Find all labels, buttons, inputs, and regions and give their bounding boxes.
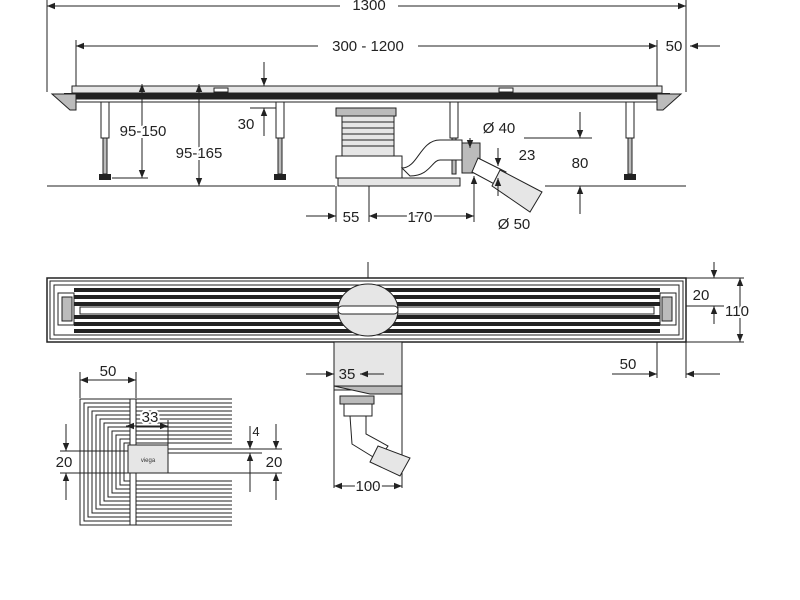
leg [624, 101, 636, 180]
end-offset-label: 50 [666, 38, 683, 55]
corner-frame-detail: viega [79, 398, 232, 526]
outlet-angle-dimension: 23 [494, 147, 536, 196]
outlet-offset-170-label: 170 [407, 209, 432, 226]
outlet-height-dimension: 80 [524, 112, 592, 214]
top-view: 20 110 50 [46, 262, 751, 378]
height-95-165-label: 95-165 [176, 145, 223, 162]
outlet-height-label: 80 [572, 155, 589, 172]
frame-height-label: 30 [238, 116, 255, 133]
channel-length-label: 300 - 1200 [332, 38, 404, 55]
height-95-150-dimension: 95-150 [112, 84, 168, 179]
detail-left-height-label: 20 [56, 454, 73, 471]
end-offset-dimension: 50 [666, 38, 720, 55]
outlet-diameter-dimension: Ø 40 [466, 120, 516, 196]
overall-length-label: 1300 [352, 0, 385, 14]
channel-length-dimension: 300 - 1200 [76, 38, 657, 55]
side-view: 1300 300 - 1200 50 [46, 0, 720, 233]
outlet-offset-dimension: 55 170 [306, 186, 475, 228]
detail-frame-width-label: 50 [100, 363, 117, 380]
channel-body [50, 85, 683, 111]
height-95-165-dimension: 95-165 [174, 84, 224, 186]
siphon [335, 107, 543, 213]
top-overall-width-label: 110 [725, 303, 749, 320]
outlet-diameter-label: Ø 40 [483, 120, 516, 137]
detail-right-height-label: 20 [266, 454, 283, 471]
overall-length-dimension: 1300 [47, 0, 686, 14]
height-95-150-label: 95-150 [120, 123, 167, 140]
outlet-offset-55-label: 55 [343, 209, 360, 226]
connection-diameter-label: Ø 50 [498, 216, 531, 233]
detail-inner-width-label: 33 [142, 409, 159, 426]
leg [449, 101, 459, 175]
outlet-offset-label: 35 [339, 366, 356, 383]
corner-detail-view: 50 viega 33 20 [56, 363, 283, 526]
leg [274, 101, 286, 180]
leg [99, 101, 111, 180]
outlet-width-label: 100 [355, 478, 380, 495]
outlet-angle-label: 23 [519, 147, 536, 164]
outlet-view: 35 100 [306, 341, 411, 497]
detail-logo-text: viega [141, 458, 156, 464]
top-end-margin-label: 50 [620, 356, 637, 373]
detail-gap-label: 4 [252, 424, 259, 439]
frame-height-dimension: 30 [238, 62, 276, 136]
top-frame-width-label: 20 [693, 287, 710, 304]
